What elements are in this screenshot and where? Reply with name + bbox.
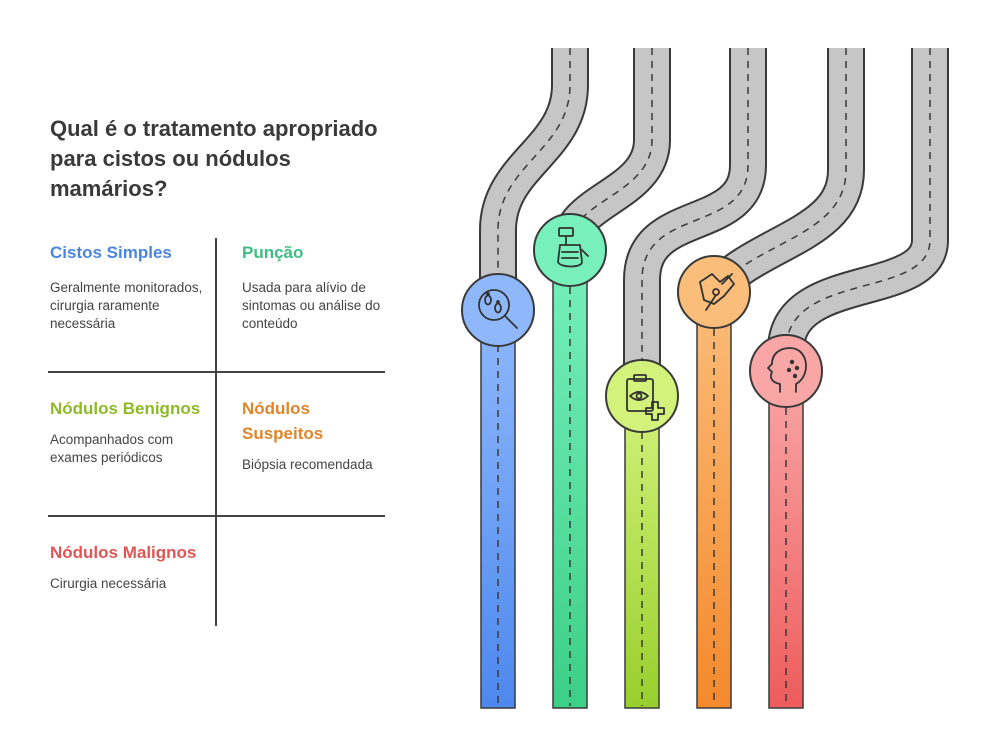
clipboard-eye-icon (626, 374, 665, 421)
option-heading: Nódulos Malignos (50, 543, 197, 562)
face-lesion-icon (767, 347, 807, 393)
grid-divider-horizontal (48, 371, 385, 373)
node-puncao (533, 213, 607, 287)
option-description: Cirurgia necessária (50, 576, 167, 591)
option-heading: Nódulos Suspeitos (242, 399, 324, 443)
option-nodulos-benignos: Nódulos Benignos Acompanhados com exames… (50, 396, 210, 467)
option-nodulos-suspeitos: Nódulos Suspeitos Biópsia recomendada (242, 396, 382, 474)
magnifier-footprints-icon (478, 289, 518, 329)
option-description: Usada para alívio de sintomas ou análise… (242, 280, 381, 331)
node-cistos-simples (461, 273, 535, 347)
option-heading: Punção (242, 243, 304, 262)
hand-needle-icon (699, 273, 735, 311)
grid-divider-vertical (215, 238, 217, 626)
option-cistos-simples: Cistos Simples Geralmente monitorados, c… (50, 240, 210, 333)
option-description: Biópsia recomendada (242, 457, 373, 472)
page-title: Qual é o tratamento apropriado para cist… (50, 116, 378, 201)
node-nodulos-suspeitos (677, 255, 751, 329)
syringe-hand-icon (557, 227, 589, 268)
option-puncao: Punção Usada para alívio de sintomas ou … (242, 240, 382, 333)
option-heading: Nódulos Benignos (50, 399, 201, 418)
grid-divider-horizontal (48, 515, 385, 517)
option-nodulos-malignos: Nódulos Malignos Cirurgia necessária (50, 540, 210, 593)
node-nodulos-malignos (749, 334, 823, 408)
option-description: Acompanhados com exames periódicos (50, 432, 174, 465)
option-heading: Cistos Simples (50, 243, 172, 262)
option-description: Geralmente monitorados, cirurgia raramen… (50, 280, 203, 331)
